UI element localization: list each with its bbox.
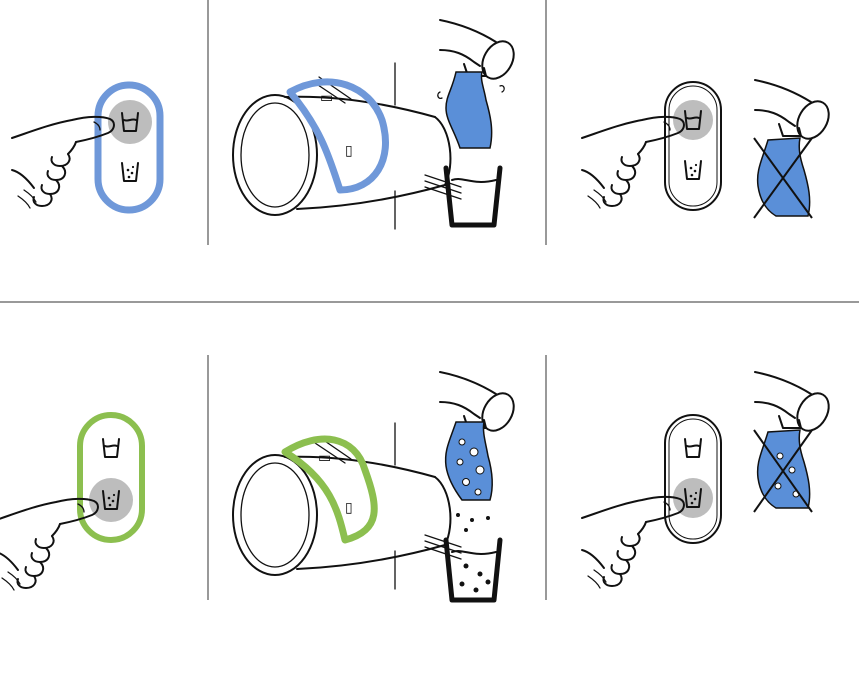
sparkling-symbol-icon: ▯ [345, 142, 353, 158]
panel-stop-sparkling [582, 372, 835, 588]
row-still: ▭ ▯ [12, 20, 835, 229]
glass-sparkling [446, 540, 500, 600]
tap-spout-icon [755, 372, 835, 436]
still-symbol-icon: ▭ [320, 89, 333, 105]
sparkling-water-button-icon [89, 478, 133, 522]
still-water-stream [446, 72, 492, 148]
panel-press-still-button [12, 85, 160, 210]
panel-press-sparkling-button [0, 415, 142, 590]
sparkling-symbol-icon: ▯ [345, 499, 353, 515]
panel-tap-sparkling: ▭ ▯ [233, 372, 520, 600]
row-sparkling: ▭ ▯ [0, 372, 835, 600]
sparkling-water-stream [446, 422, 493, 500]
still-water-button-icon [108, 100, 152, 144]
still-water-button-icon [673, 100, 713, 140]
panel-tap-still: ▭ ▯ [233, 20, 520, 229]
tap-spout-icon [755, 80, 835, 144]
panel-stop-still [582, 80, 835, 218]
still-symbol-icon: ▭ [318, 449, 331, 465]
